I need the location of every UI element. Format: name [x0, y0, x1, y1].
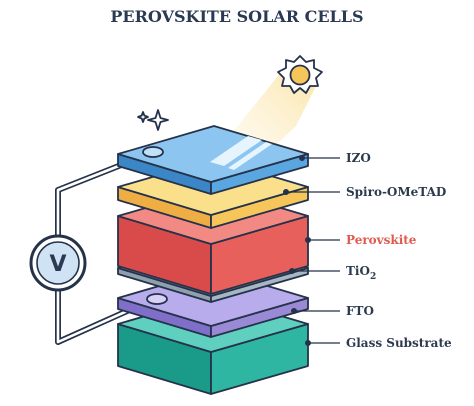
label-glass-substrate: Glass Substrate: [346, 336, 452, 350]
label-tio2: TiO2: [346, 264, 376, 282]
voltmeter-label: V: [49, 252, 66, 277]
label-tio2-subscript: 2: [370, 272, 376, 282]
label-fto: FTO: [346, 304, 374, 318]
label-leaders: [283, 155, 340, 347]
page-title: PEROVSKITE SOLAR CELLS: [110, 7, 363, 26]
sparkle-icon: [137, 109, 169, 131]
label-spiro-ometad: Spiro-OMeTAD: [346, 185, 446, 199]
glass-shine: [210, 136, 262, 166]
layer-izo: [117, 125, 309, 195]
voltmeter: V: [29, 234, 87, 292]
label-izo: IZO: [346, 151, 371, 165]
sun-icon: [277, 55, 323, 94]
glass-shine: [228, 142, 272, 170]
label-tio2-base: TiO: [346, 264, 370, 278]
label-perovskite: Perovskite: [346, 233, 417, 247]
